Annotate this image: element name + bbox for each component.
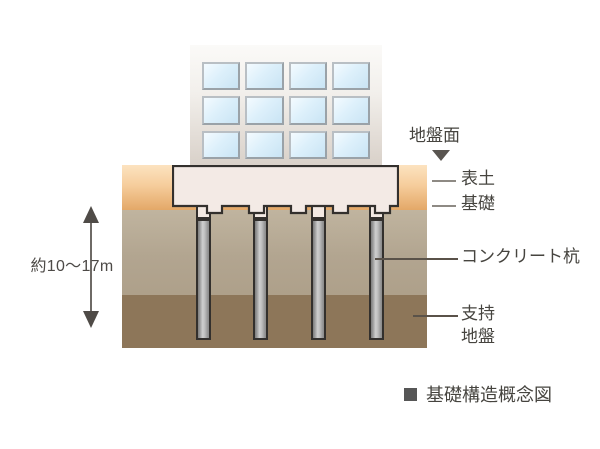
bearing-stratum-label-line2: 地盤	[461, 327, 495, 346]
topsoil-label: 表土	[461, 169, 495, 188]
building-window	[288, 130, 327, 159]
foundation-leader-line	[432, 205, 456, 207]
depth-dimension-label: 約10〜17m	[30, 258, 114, 275]
ground-surface-label: 地盤面	[409, 126, 460, 145]
building-window-grid	[202, 62, 370, 159]
foundation-label: 基礎	[461, 194, 495, 213]
pile-label: コンクリート杭	[461, 247, 580, 266]
caption: 基礎構造概念図	[404, 381, 552, 407]
building-window	[331, 130, 370, 159]
foundation-slab	[172, 165, 399, 219]
double-arrow-icon	[83, 206, 99, 328]
building-window	[202, 96, 241, 125]
building-window	[288, 96, 327, 125]
bearing-stratum-leader-line	[413, 315, 458, 317]
square-bullet-icon	[404, 387, 417, 401]
building-window	[202, 130, 241, 159]
bearing-stratum-label-line1: 支持	[461, 304, 495, 323]
pile-shaft	[369, 219, 384, 340]
building-window	[331, 62, 370, 91]
building-window	[245, 130, 284, 159]
building-illustration	[190, 45, 382, 167]
building-window	[331, 96, 370, 125]
caption-text: 基礎構造概念図	[426, 385, 552, 405]
pile-shaft	[196, 219, 211, 340]
building-window	[202, 62, 241, 91]
pile-shaft	[253, 219, 268, 340]
pile-leader-line	[375, 258, 458, 260]
building-window	[288, 62, 327, 91]
pile-shaft	[311, 219, 326, 340]
topsoil-leader-line	[432, 180, 456, 182]
ground-surface-marker-icon	[432, 150, 450, 161]
depth-dimension-arrow	[82, 206, 100, 328]
building-window	[245, 96, 284, 125]
building-window	[245, 62, 284, 91]
foundation-slab-shape	[172, 165, 399, 215]
